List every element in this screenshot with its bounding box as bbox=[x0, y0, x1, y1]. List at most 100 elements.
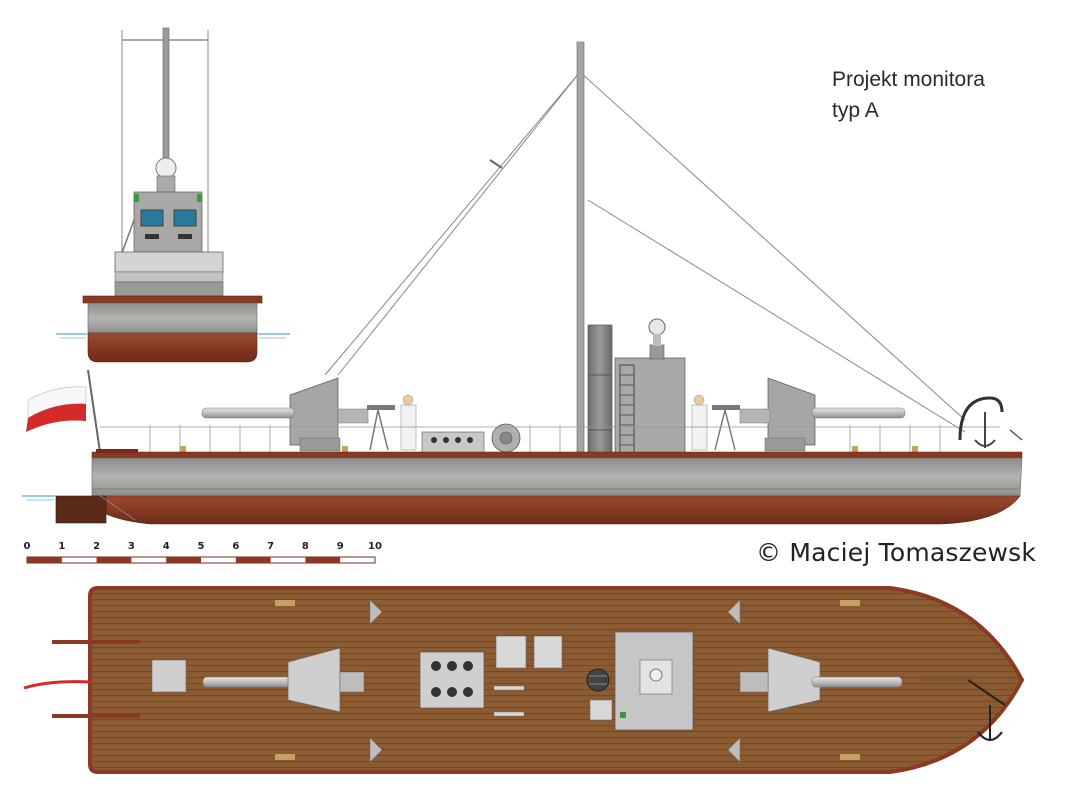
gun-mount bbox=[764, 437, 806, 452]
nav-light bbox=[134, 194, 139, 202]
gun-breech-plan bbox=[339, 671, 365, 693]
gun-shield bbox=[767, 377, 816, 446]
flag-red-stripe bbox=[26, 403, 86, 432]
machine-gun-plan bbox=[369, 737, 383, 763]
scale-segment bbox=[27, 557, 62, 563]
searchlight-pedestal bbox=[653, 334, 661, 346]
title-line-1: Projekt monitora bbox=[832, 68, 985, 91]
machine-gun-tripod bbox=[377, 409, 389, 451]
scale-label: 0 bbox=[23, 541, 31, 552]
jackstaff bbox=[1009, 429, 1023, 441]
vent-opening bbox=[431, 661, 441, 671]
deck-bar bbox=[493, 711, 525, 717]
sailor-figure bbox=[691, 404, 708, 451]
bollard bbox=[275, 600, 295, 606]
searchlight-base bbox=[649, 344, 665, 360]
capstan-hub bbox=[499, 431, 513, 445]
scale-label: 1 bbox=[58, 541, 66, 552]
main-mast bbox=[576, 41, 585, 453]
scale-label: 9 bbox=[336, 541, 344, 552]
machine-gun-tripod bbox=[369, 409, 379, 451]
vent-opening bbox=[447, 687, 457, 697]
funnel-top bbox=[586, 668, 610, 692]
bollard bbox=[342, 446, 348, 454]
hull-gray bbox=[87, 302, 258, 334]
deck-locker bbox=[533, 635, 563, 669]
deck-locker bbox=[495, 635, 527, 669]
stern-hatch bbox=[151, 659, 187, 693]
searchlight bbox=[648, 318, 666, 336]
vent-opening bbox=[463, 661, 473, 671]
stern-fitting bbox=[96, 449, 138, 453]
engine-hatch bbox=[421, 431, 485, 455]
scale-segment bbox=[96, 557, 132, 563]
scale-segment bbox=[235, 557, 271, 563]
porthole bbox=[443, 437, 449, 443]
scale-label: 10 bbox=[368, 541, 382, 552]
hull-gray-side bbox=[91, 457, 1023, 497]
gun-barrel bbox=[201, 407, 295, 419]
machine-gun bbox=[712, 405, 740, 410]
bridge-window bbox=[173, 209, 197, 227]
gun-shield-plan bbox=[287, 647, 341, 713]
bollard bbox=[840, 754, 860, 760]
scale-label: 3 bbox=[127, 541, 135, 552]
deckhouse bbox=[114, 251, 224, 273]
bollard bbox=[840, 600, 860, 606]
porthole bbox=[431, 437, 437, 443]
gun-barrel-plan bbox=[811, 676, 903, 688]
rigging-line bbox=[91, 489, 136, 521]
scale-segment bbox=[305, 557, 341, 563]
bollard bbox=[180, 446, 186, 454]
searchlight bbox=[155, 157, 177, 179]
machine-gun-plan bbox=[369, 599, 383, 625]
gun-shield bbox=[289, 377, 339, 446]
gun-breech bbox=[739, 408, 771, 424]
plan-view bbox=[23, 586, 1025, 774]
machine-gun-plan bbox=[727, 737, 741, 763]
mast bbox=[162, 27, 170, 179]
engine-hatch-plan bbox=[419, 651, 485, 709]
hull-red-side bbox=[91, 495, 1021, 525]
machine-gun bbox=[367, 405, 395, 410]
stay-line bbox=[337, 71, 581, 376]
vent bbox=[145, 234, 159, 239]
gun-breech-plan bbox=[739, 671, 769, 693]
anchor-icon bbox=[967, 679, 1006, 741]
drawing-title: Projekt monitora typ A bbox=[832, 64, 985, 126]
scale-label: 2 bbox=[93, 541, 101, 552]
machine-gun-tripod bbox=[724, 409, 736, 451]
deck-bar bbox=[493, 685, 525, 691]
sailor-head bbox=[693, 394, 705, 406]
stay-line bbox=[324, 71, 581, 376]
bollard bbox=[912, 446, 918, 454]
gun-mount bbox=[299, 437, 341, 452]
deckhouse bbox=[114, 271, 224, 283]
bollard bbox=[275, 754, 295, 760]
anchor-icon bbox=[974, 412, 996, 448]
copyright-notice: © Maciej Tomaszewsk bbox=[756, 538, 1036, 567]
bridge-tower bbox=[614, 357, 686, 454]
nav-light bbox=[197, 194, 202, 202]
flag-streamer bbox=[23, 680, 93, 690]
bollard bbox=[852, 446, 858, 454]
scale-label: 5 bbox=[197, 541, 205, 552]
front-view bbox=[56, 27, 290, 363]
gun-barrel-plan bbox=[202, 676, 299, 688]
deck-locker bbox=[589, 699, 613, 721]
scale-segment bbox=[166, 557, 201, 563]
hull-red bbox=[87, 332, 258, 363]
nav-light bbox=[620, 712, 626, 718]
scale-bar bbox=[26, 556, 376, 564]
spreader bbox=[489, 159, 503, 169]
copyright-author: Maciej Tomaszewsk bbox=[789, 538, 1037, 567]
funnel bbox=[587, 324, 613, 454]
flagstaff bbox=[87, 369, 101, 453]
rudder bbox=[55, 495, 107, 524]
machine-gun-tripod bbox=[714, 409, 726, 451]
vent-opening bbox=[447, 661, 457, 671]
deck-planking bbox=[88, 586, 1025, 774]
sailor-figure bbox=[400, 404, 417, 451]
gun-breech bbox=[337, 408, 369, 424]
stay-line bbox=[587, 199, 966, 433]
